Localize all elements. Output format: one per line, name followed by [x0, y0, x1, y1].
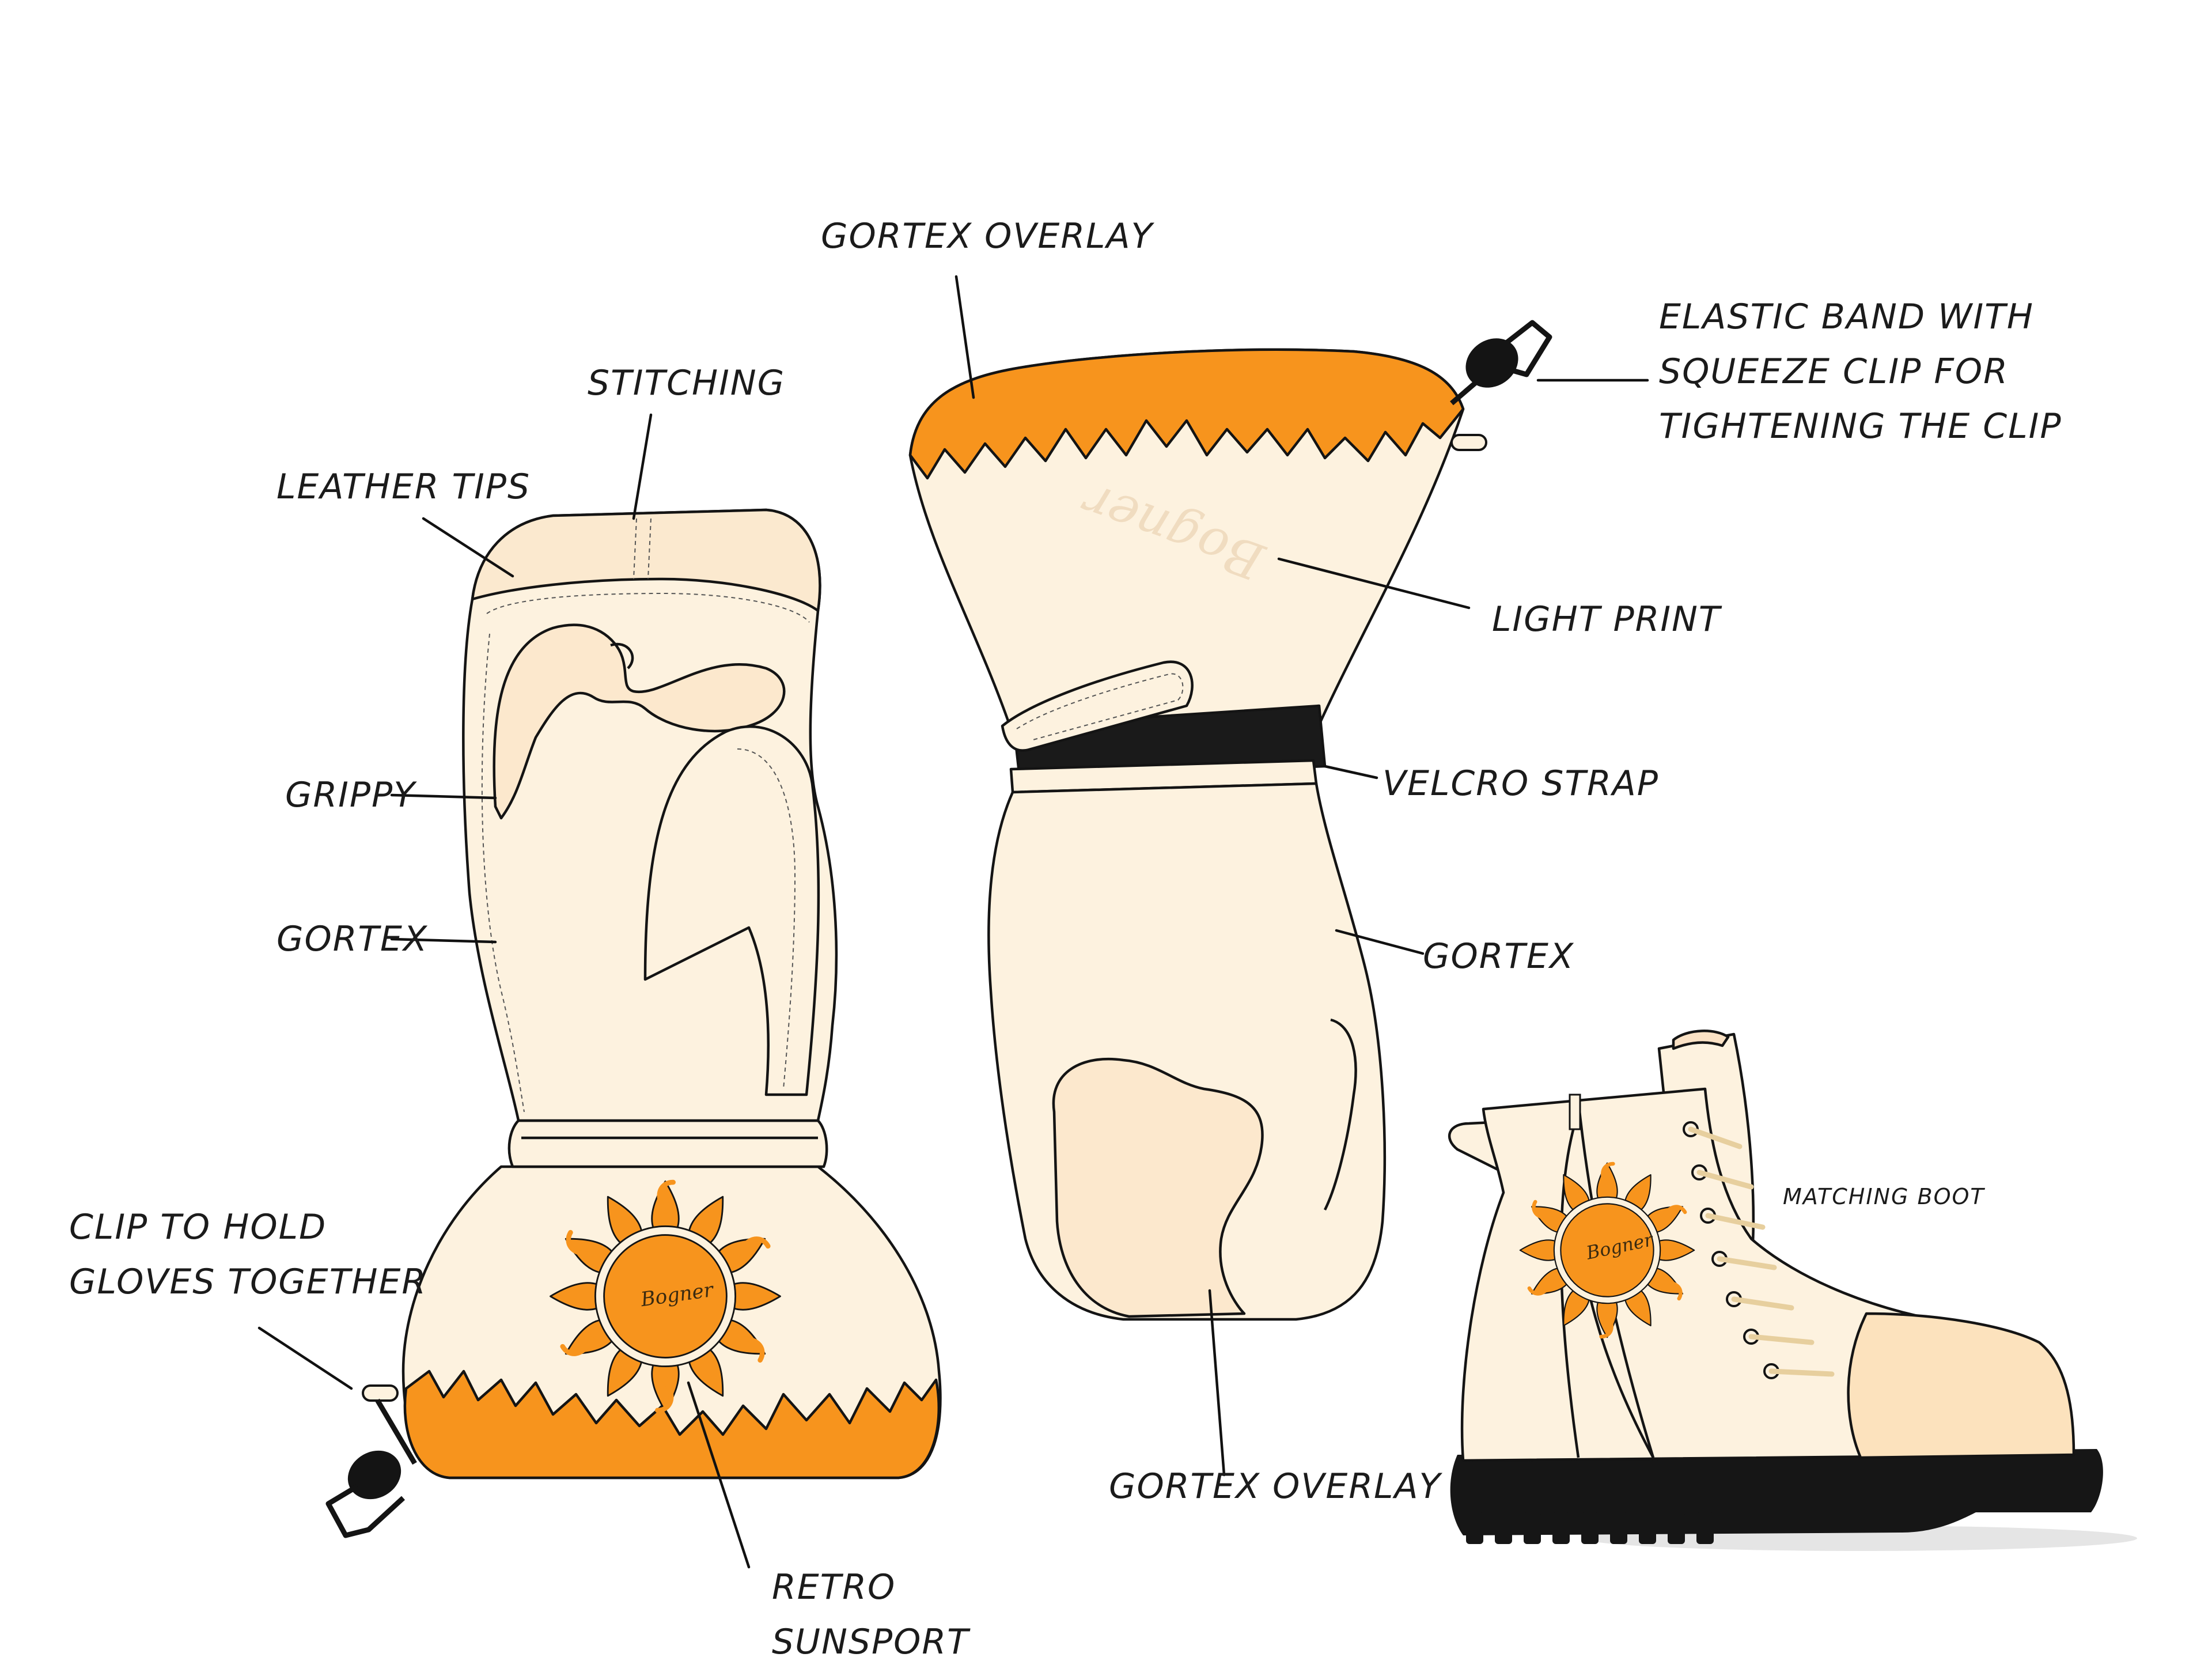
callout-labels: GORTEX OVERLAY STITCHING ELASTIC BAND WI…	[69, 216, 2062, 1661]
label-gortex-right: GORTEX	[1423, 936, 1574, 977]
leader-lines	[257, 275, 1649, 1569]
label-stitching: STITCHING	[588, 363, 785, 403]
left-grippy-panel	[493, 623, 786, 820]
label-matching-boot: MATCHING BOOT	[1783, 1184, 1985, 1209]
left-leather-tip	[471, 508, 821, 612]
squeeze-clip-icon	[325, 1384, 417, 1538]
label-clip-line2: GLOVES TOGETHER	[69, 1262, 427, 1302]
label-clip-line1: CLIP TO HOLD	[69, 1207, 327, 1247]
label-grippy: GRIPPY	[285, 775, 417, 815]
label-retro-line2: SUNSPORT	[772, 1622, 971, 1661]
left-sun-logo: Bogner	[551, 1179, 781, 1413]
label-gortex-overlay-bottom: GORTEX OVERLAY	[1109, 1466, 1442, 1507]
right-cuff-gortex-overlay	[908, 348, 1465, 480]
label-leather-tips: LEATHER TIPS	[276, 467, 531, 507]
label-gortex-left: GORTEX	[276, 919, 428, 959]
boot-sun-logo: Bogner	[1520, 1161, 1694, 1338]
boot-toe-cap	[1847, 1312, 2075, 1459]
matching-boot: Bogner	[1448, 1030, 2137, 1551]
label-velcro-strap: VELCRO STRAP	[1382, 763, 1659, 804]
left-thumb	[643, 725, 820, 1096]
right-mitten: Bogner	[908, 320, 1552, 1321]
label-elastic-line3: TIGHTENING THE CLIP	[1659, 406, 2062, 447]
label-light-print: LIGHT PRINT	[1492, 599, 1722, 640]
label-gortex-overlay-top: GORTEX OVERLAY	[821, 216, 1154, 256]
velcro-tab	[1001, 660, 1194, 752]
label-elastic-line2: SQUEEZE CLIP FOR	[1659, 351, 2009, 392]
right-gortex-overlay-panel	[1052, 1057, 1264, 1318]
label-retro-line1: RETRO	[772, 1567, 896, 1607]
boot-sole	[1450, 1449, 2103, 1535]
label-elastic-line1: ELASTIC BAND WITH	[1659, 297, 2034, 337]
left-mitten: Bogner	[325, 508, 942, 1538]
left-wrist-band	[507, 1119, 828, 1168]
elastic-squeeze-clip-icon	[1450, 320, 1552, 451]
left-cuff-gortex-overlay	[403, 1369, 940, 1480]
